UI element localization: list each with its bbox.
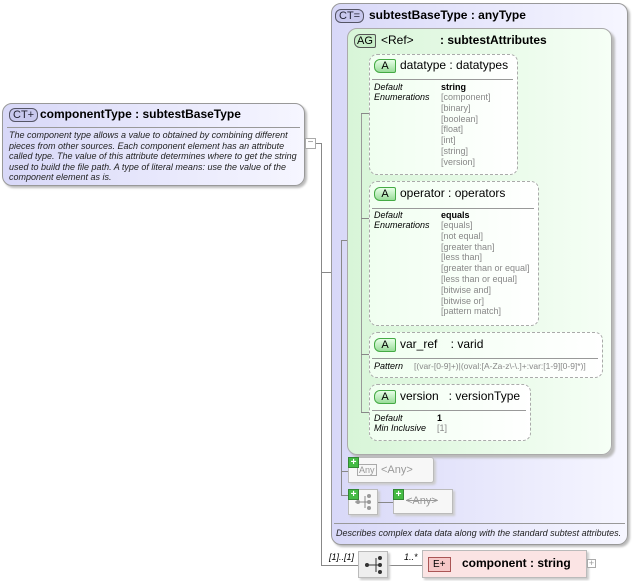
connector <box>316 143 322 144</box>
ag-ref: <Ref> <box>381 33 414 47</box>
any-icon: Any <box>357 464 377 476</box>
any-attribute-box[interactable]: Any <Any> <box>348 457 434 483</box>
enum-value: [greater than or equal] <box>441 263 530 274</box>
enum-value: [bitwise or] <box>441 295 485 306</box>
attribute-version[interactable]: A version : versionType Default 1 Min In… <box>369 384 531 441</box>
attribute-icon: A <box>374 338 396 352</box>
expand-plus-icon[interactable]: + <box>348 489 359 500</box>
enum-value: [equals] <box>441 220 473 230</box>
connector <box>321 565 359 566</box>
sequence-icon <box>365 556 382 574</box>
default-value: 1 <box>437 413 443 423</box>
attribute-group-icon: AG <box>354 34 376 48</box>
element-icon: E+ <box>428 557 451 572</box>
enum-value: [bitwise and] <box>441 284 492 295</box>
attribute-operator[interactable]: A operator : operators Default equals En… <box>369 181 539 326</box>
enum-value: [less than] <box>441 252 483 263</box>
enumerations-label: Enumerations <box>374 92 430 102</box>
default-label: Default <box>374 210 403 220</box>
enumerations-label: Enumerations <box>374 220 430 230</box>
expand-plus-icon[interactable]: + <box>393 489 404 500</box>
sequence-icon <box>355 494 371 510</box>
ag-name: : subtestAttributes <box>440 33 547 47</box>
enum-value: [not equal] <box>441 230 484 241</box>
connector <box>321 272 331 273</box>
attribute-icon: A <box>374 187 396 201</box>
attribute-icon: A <box>374 390 396 404</box>
attribute-title: version : versionType <box>400 389 521 403</box>
min-inclusive-label: Min Inclusive <box>374 423 427 433</box>
any-attribute-label: <Any> <box>381 464 413 476</box>
connector <box>321 143 322 566</box>
pattern-label: Pattern <box>374 361 404 371</box>
default-label: Default <box>374 82 403 92</box>
attribute-title: operator : operators <box>400 186 506 200</box>
pattern-value: [(var-[0-9]+)|(oval:[A-Za-z\-\.]+:var:[1… <box>414 361 586 371</box>
enum-value: [string] <box>441 145 469 156</box>
component-type-description: The component type allows a value to obt… <box>9 130 297 182</box>
enum-value: [component] <box>441 92 491 102</box>
sequence-compositor[interactable] <box>358 551 388 578</box>
default-label: Default <box>374 413 403 423</box>
any-element-label: <Any> <box>406 495 438 507</box>
expand-plus-icon[interactable]: + <box>348 457 359 468</box>
attribute-var-ref[interactable]: A var_ref : varid Pattern [(var-[0-9]+)|… <box>369 332 603 378</box>
enum-value: [greater than] <box>441 241 495 252</box>
attribute-title: datatype : datatypes <box>400 58 509 72</box>
default-value: string <box>441 82 467 92</box>
connector <box>388 565 422 566</box>
collapse-icon[interactable]: − <box>305 138 316 149</box>
base-type-title: subtestBaseType : anyType <box>369 8 526 22</box>
min-inclusive-value: [1] <box>437 423 448 433</box>
default-value: equals <box>441 210 470 220</box>
attribute-datatype[interactable]: A datatype : datatypes Default string En… <box>369 54 518 175</box>
enum-value: [less than or equal] <box>441 273 518 284</box>
enum-value: [float] <box>441 124 464 135</box>
complex-type-icon: CT+ <box>9 108 39 122</box>
component-element-box[interactable]: E+ component : string <box>422 550 587 578</box>
enum-value: [version] <box>441 156 476 167</box>
enum-value: [pattern match] <box>441 306 502 317</box>
sequence-occurs: [1]..[1] <box>329 552 355 562</box>
component-type-title: componentType : subtestBaseType <box>40 107 241 121</box>
complex-type-icon: CT= <box>335 9 365 23</box>
base-type-description: Describes complex data data along with t… <box>336 528 622 538</box>
enum-value: [boolean] <box>441 113 479 124</box>
component-type-box[interactable]: CT+ componentType : subtestBaseType The … <box>2 103 305 186</box>
expand-icon[interactable]: + <box>587 558 596 568</box>
enum-value: [binary] <box>441 102 471 113</box>
element-occurs: 1..* <box>404 552 418 562</box>
enum-value: [int] <box>441 135 456 146</box>
component-element-title: component : string <box>462 556 571 570</box>
attribute-title: var_ref : varid <box>400 337 484 351</box>
attribute-icon: A <box>374 59 396 73</box>
